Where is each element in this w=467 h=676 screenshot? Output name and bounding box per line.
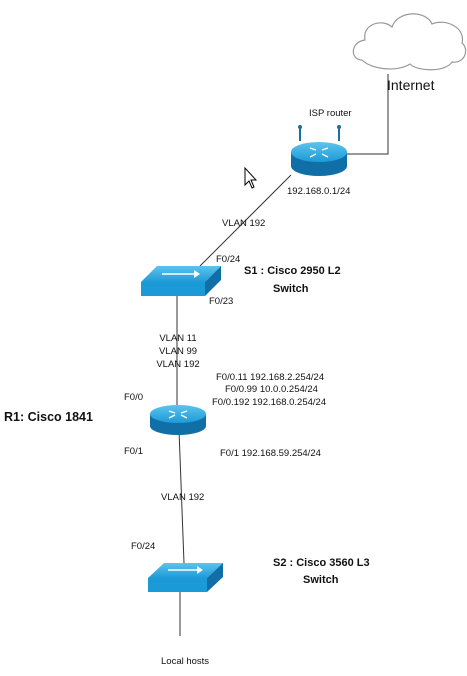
r1-s2-vlan-label: VLAN 192 bbox=[161, 492, 205, 503]
isp-s1-vlan-label: VLAN 192 bbox=[222, 218, 266, 229]
s1-name-line1: S1 : Cisco 2950 L2 bbox=[244, 265, 341, 277]
mouse-cursor-icon bbox=[244, 166, 258, 189]
r1-port-f0-1: F0/1 bbox=[124, 446, 144, 457]
isp-router-label: ISP router bbox=[309, 108, 352, 119]
r1-port-f0-0: F0/0 bbox=[124, 392, 144, 403]
trunk-vlan-11: VLAN 11 bbox=[159, 333, 197, 344]
s1-name-line2: Switch bbox=[273, 283, 309, 295]
internet-cloud-icon bbox=[352, 13, 467, 71]
s2-name-line2: Switch bbox=[303, 574, 339, 586]
s2-switch-icon bbox=[148, 563, 223, 592]
local-hosts-label: Local hosts bbox=[161, 656, 210, 667]
s1-switch-icon bbox=[141, 266, 221, 296]
trunk-vlan-99: VLAN 99 bbox=[158, 346, 198, 357]
r1-subif-192: F0/0.192 192.168.0.254/24 bbox=[212, 397, 327, 408]
r1-f0-1-ip: F0/1 192.168.59.254/24 bbox=[220, 448, 321, 459]
link-r1-to-s2 bbox=[178, 429, 185, 564]
isp-router-icon bbox=[291, 125, 347, 176]
s2-port-f0-24: F0/24 bbox=[131, 541, 156, 552]
s2-name-line1: S2 : Cisco 3560 L3 bbox=[273, 557, 370, 569]
s1-port-f0-24: F0/24 bbox=[216, 254, 241, 265]
link-isp-to-s1 bbox=[199, 174, 292, 267]
trunk-vlan-192: VLAN 192 bbox=[156, 359, 200, 370]
link-router-to-internet bbox=[347, 74, 389, 155]
internet-label: Internet bbox=[387, 77, 435, 93]
r1-subif-11: F0/0.11 192.168.2.254/24 bbox=[216, 372, 325, 383]
r1-router-icon bbox=[150, 405, 206, 435]
r1-subif-99: F0/0.99 10.0.0.254/24 bbox=[225, 384, 318, 395]
connection-lines bbox=[176, 74, 389, 636]
isp-router-ip: 192.168.0.1/24 bbox=[287, 186, 351, 197]
r1-name: R1: Cisco 1841 bbox=[4, 410, 93, 424]
s1-port-f0-23: F0/23 bbox=[209, 296, 234, 307]
